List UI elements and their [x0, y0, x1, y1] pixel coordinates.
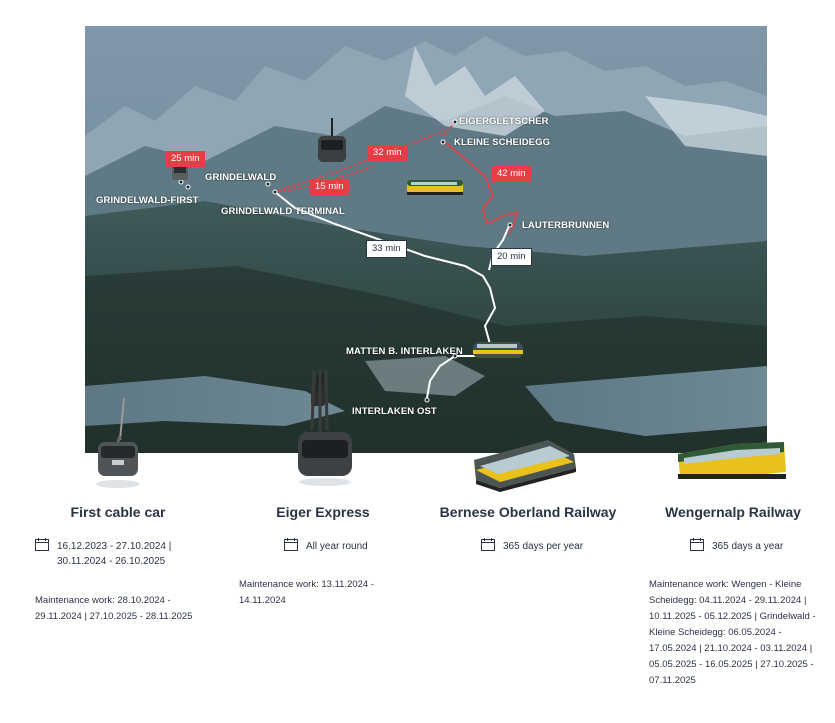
calendar-icon [481, 538, 495, 551]
cabin-icon [298, 370, 352, 486]
maintenance-line: Maintenance work: Wengen - Kleine [649, 579, 802, 590]
calendar-icon [690, 538, 704, 551]
schedule-line: 30.11.2024 - 26.10.2025 [57, 556, 166, 567]
place-grindelwald: GRINDELWALD [205, 172, 277, 183]
place-kleine-scheidegg: KLEINE SCHEIDEGG [454, 137, 551, 148]
time-badge-eiger-express: 32 min [368, 145, 407, 161]
maintenance-line: Kleine Scheidegg: 06.05.2024 - [649, 627, 782, 638]
place-matten: MATTEN B. INTERLAKEN [346, 346, 463, 357]
train-icon [407, 180, 463, 195]
time-badge-bob-lauterbrunnen: 20 min [491, 248, 532, 266]
place-interlaken-ost: INTERLAKEN OST [352, 406, 437, 417]
maintenance-note: Maintenance work: Wengen - Kleine Scheid… [649, 577, 816, 689]
time-badge-bob-grindelwald: 33 min [366, 240, 407, 258]
time-badge-wab: 42 min [492, 166, 531, 182]
route-map: EIGERGLETSCHER KLEINE SCHEIDEGG GRINDELW… [85, 26, 767, 453]
maintenance-line: 10.11.2025 - 05.12.2025 | Grindelwald - [649, 611, 816, 622]
schedule-line: All year round [306, 541, 368, 552]
place-grindelwald-terminal: GRINDELWALD TERMINAL [221, 206, 345, 217]
schedule-line: 16.12.2023 - 27.10.2024 | [57, 541, 172, 552]
calendar-icon [35, 538, 49, 551]
schedule-line: 365 days per year [503, 541, 584, 552]
route-bob [274, 191, 497, 399]
route-eiger-express [272, 129, 447, 193]
transport-title: First cable car [70, 504, 166, 520]
schedule: 16.12.2023 - 27.10.2024 | 30.11.2024 - 2… [35, 538, 172, 569]
maintenance-line: 05.05.2025 - 16.05.2025 | 27.10.2025 - [649, 659, 814, 670]
maintenance-line: Maintenance work: 13.11.2024 - [239, 579, 375, 590]
time-badge-first: 25 min [166, 151, 205, 167]
cabin-icon [318, 118, 346, 162]
train-icon [473, 342, 523, 358]
schedule-line: 365 days a year [712, 541, 784, 552]
map-background [85, 26, 767, 453]
maintenance-line: 07.11.2025 [649, 675, 696, 686]
place-lauterbrunnen: LAUTERBRUNNEN [522, 220, 610, 231]
maintenance-line: Scheidegg: 04.11.2024 - 29.11.2024 | [649, 595, 807, 606]
maintenance-note: Maintenance work: 28.10.2024 - 29.11.202… [35, 593, 192, 625]
train-icon [474, 440, 576, 492]
maintenance-line: Maintenance work: 28.10.2024 - [35, 595, 171, 606]
transport-title: Wengernalp Railway [665, 504, 801, 520]
calendar-icon [284, 538, 298, 551]
maintenance-line: 17.05.2024 | 21.10.2024 - 03.11.2024 | [649, 643, 813, 654]
transport-title: Eiger Express [276, 504, 370, 520]
schedule: 365 days per year [481, 538, 584, 554]
schedule: All year round [284, 538, 368, 554]
train-icon [678, 442, 786, 479]
transport-title: Bernese Oberland Railway [439, 504, 617, 520]
maintenance-note: Maintenance work: 13.11.2024 - 14.11.202… [239, 577, 374, 609]
maintenance-line: 29.11.2024 | 27.10.2025 - 28.11.2025 [35, 611, 193, 622]
route-wab [444, 141, 519, 235]
route-lines [171, 119, 519, 403]
maintenance-line: 14.11.2024 [239, 595, 286, 606]
gondola-icon [96, 398, 140, 488]
place-grindelwald-first: GRINDELWALD-FIRST [96, 195, 199, 206]
place-eigergletscher: EIGERGLETSCHER [459, 116, 549, 127]
time-badge-eiger-express-2: 15 min [310, 179, 349, 195]
schedule: 365 days a year [690, 538, 784, 554]
